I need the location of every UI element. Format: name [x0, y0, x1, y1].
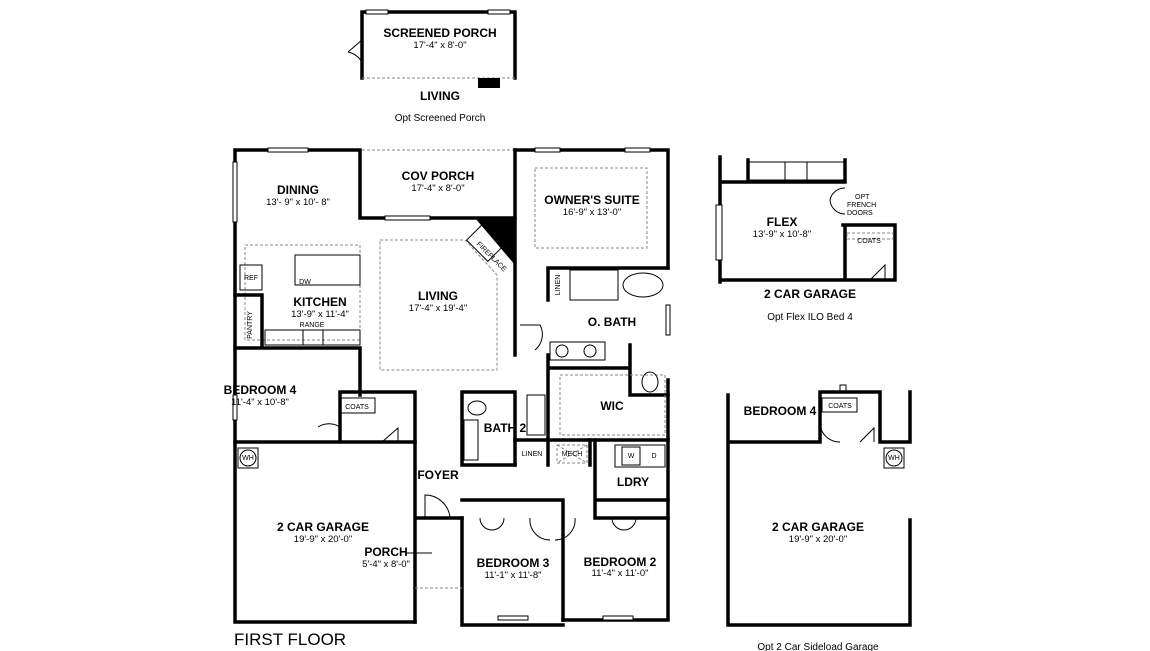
- kitchen-dims: 13'-9" x 11'-4": [291, 309, 349, 320]
- bedroom3-dims: 11'-1" x 11'-8": [484, 570, 541, 581]
- screened-porch-caption: Opt Screened Porch: [395, 113, 486, 124]
- sideload-garage-label: 2 CAR GARAGE: [772, 520, 864, 534]
- sideload-garage-dims: 19'-9" x 20'-0": [789, 534, 847, 545]
- kitchen-label: KITCHEN: [293, 295, 346, 309]
- range-label: RANGE: [300, 322, 325, 329]
- bedroom2-dims: 11'-4" x 11'-0": [591, 568, 648, 579]
- bedroom4-label: BEDROOM 4: [224, 383, 297, 397]
- flex-garage-label: 2 CAR GARAGE: [764, 287, 856, 301]
- flex-option: OPT FRENCH DOORS FLEX 13'-9" x 10'-8" CO…: [715, 155, 897, 323]
- washer-label: W: [628, 453, 635, 460]
- bath2-label: BATH 2: [484, 421, 527, 435]
- flex-coats-label: COATS: [857, 238, 881, 245]
- cov-porch-label: COV PORCH: [402, 169, 475, 183]
- bedroom4-dims: 11'-4" x 10'-8": [231, 397, 289, 408]
- hall-linen-label: LINEN: [522, 451, 543, 458]
- cov-porch-dims: 17'-4" x 8'-0": [411, 183, 464, 194]
- flex-label: FLEX: [767, 215, 798, 229]
- opt-french-doors-line1: OPT: [855, 194, 870, 201]
- pantry-label: PANTRY: [247, 311, 254, 339]
- garage-label: 2 CAR GARAGE: [277, 520, 369, 534]
- opt-french-doors-line2: FRENCH: [847, 202, 876, 209]
- flex-caption: Opt Flex ILO Bed 4: [767, 312, 853, 323]
- screened-porch-option: SCREENED PORCH 17'-4" x 8'-0" LIVING Opt…: [347, 9, 517, 124]
- bedroom2-label: BEDROOM 2: [584, 555, 657, 569]
- living-dims: 17'-4" x 19'-4": [409, 303, 467, 314]
- flex-dims: 13'-9" x 10'-8": [753, 229, 811, 240]
- floor-label: FIRST FLOOR: [234, 630, 346, 649]
- coats-label: COATS: [345, 404, 369, 411]
- porch-dims: 5'-4" x 8'-0": [362, 559, 410, 570]
- sideload-caption: Opt 2 Car Sideload Garage: [757, 642, 879, 651]
- owner-linen-label: LINEN: [555, 275, 562, 296]
- ref-label: REF: [244, 275, 258, 282]
- dining-label: DINING: [277, 183, 319, 197]
- owner-bath-label: O. BATH: [588, 315, 636, 329]
- screened-porch-living-label: LIVING: [420, 89, 460, 103]
- opt-french-doors-line3: DOORS: [847, 210, 873, 217]
- bedroom3-label: BEDROOM 3: [477, 556, 550, 570]
- screened-porch-dims: 17'-4" x 8'-0": [413, 40, 466, 51]
- wic-label: WIC: [600, 399, 624, 413]
- owners-suite-label: OWNER'S SUITE: [544, 193, 640, 207]
- sideload-coats-label: COATS: [828, 403, 852, 410]
- living-label: LIVING: [418, 289, 458, 303]
- dishwasher-label: DW: [299, 279, 311, 286]
- owners-suite-dims: 16'-9" x 13'-0": [563, 207, 621, 218]
- foyer-label: FOYER: [417, 468, 459, 482]
- mech-label: MECH: [562, 451, 583, 458]
- water-heater-label: WH: [242, 455, 254, 462]
- laundry-label: LDRY: [617, 475, 649, 489]
- sideload-garage-option: BEDROOM 4 COATS WH 2 CAR GARAGE 19'-9" x…: [726, 384, 912, 651]
- main-floor-plan: [232, 147, 671, 627]
- sideload-bedroom4-label: BEDROOM 4: [744, 404, 817, 418]
- dining-dims: 13'- 9" x 10'- 8": [266, 197, 330, 208]
- dryer-label: D: [651, 453, 656, 460]
- screened-porch-title: SCREENED PORCH: [383, 26, 496, 40]
- garage-dims: 19'-9" x 20'-0": [294, 534, 352, 545]
- porch-label: PORCH: [364, 545, 407, 559]
- sideload-water-heater-label: WH: [888, 455, 900, 462]
